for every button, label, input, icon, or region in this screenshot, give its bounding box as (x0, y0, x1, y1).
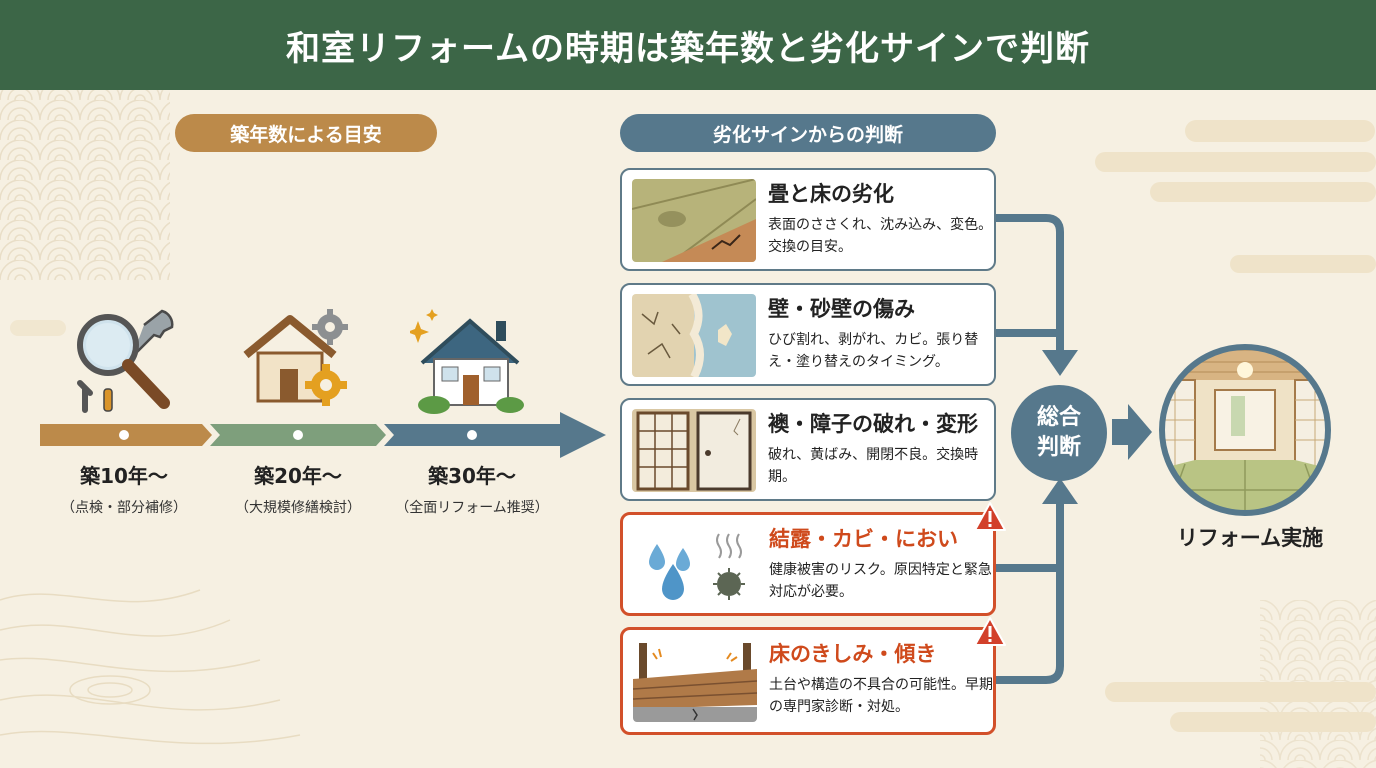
cracked-wall-image (632, 294, 756, 377)
tatami-floor-image (632, 179, 756, 262)
stage-subtitle: （大規模修繕検討） (235, 500, 361, 516)
card-title: 畳と床の劣化 (768, 182, 894, 206)
sign-card-wall: 壁・砂壁の傷み ひび割れ、剥がれ、カビ。張り替え・塗り替えのタイミング。 (620, 283, 996, 386)
house-sparkle-icon (410, 309, 524, 414)
house-gears-icon (243, 309, 348, 406)
age-section-heading: 築年数による目安 (175, 114, 437, 152)
creaking-floor-image (633, 639, 757, 722)
stage-subtitle: （点検・部分補修） (61, 500, 187, 516)
fusuma-shoji-image (632, 409, 756, 492)
card-title: 襖・障子の破れ・変形 (768, 412, 978, 436)
renovated-room-image (1159, 344, 1331, 516)
stage-subtitle: （全面リフォーム推奨） (395, 500, 549, 516)
water-drops-mold-icon (633, 524, 757, 607)
card-description: 破れ、黄ばみ、開閉不良。交換時期。 (768, 447, 979, 485)
stage-10-years: 築10年〜 （点検・部分補修） (39, 460, 209, 517)
warning-icon (974, 617, 1006, 646)
stage-title: 築20年〜 (254, 464, 342, 488)
stage-title: 築10年〜 (80, 464, 168, 488)
judgement-line-2: 判断 (1036, 435, 1081, 460)
judgement-line-1: 総合 (1036, 405, 1081, 430)
card-description: 健康被害のリスク。原因特定と緊急対応が必要。 (769, 562, 992, 600)
connector-arrows (996, 214, 1152, 684)
card-title: 結露・カビ・におい (769, 527, 958, 551)
card-title: 床のきしみ・傾き (769, 642, 937, 666)
card-title: 壁・砂壁の傷み (768, 297, 915, 321)
result-label: リフォーム実施 (1176, 526, 1324, 550)
card-description: 表面のささくれ、沈み込み、変色。交換の目安。 (768, 217, 993, 255)
sign-card-condensation: 結露・カビ・におい 健康被害のリスク。原因特定と緊急対応が必要。 (620, 502, 1006, 616)
sign-card-floor-creak: 床のきしみ・傾き 土台や構造の不具合の可能性。早期の専門家診断・対処。 (620, 617, 1006, 735)
sign-card-tatami: 畳と床の劣化 表面のささくれ、沈み込み、変色。交換の目安。 (620, 168, 996, 271)
magnifier-wrench-icon (77, 309, 174, 413)
overall-judgement-node: 総合 判断 (1011, 385, 1107, 481)
header-bar: 和室リフォームの時期は築年数と劣化サインで判断 (0, 0, 1376, 90)
card-description: ひび割れ、剥がれ、カビ。張り替え・塗り替えのタイミング。 (768, 332, 979, 370)
stage-30-years: 築30年〜 （全面リフォーム推奨） (387, 460, 557, 517)
sign-card-fusuma: 襖・障子の破れ・変形 破れ、黄ばみ、開閉不良。交換時期。 (620, 398, 996, 501)
stage-title: 築30年〜 (428, 464, 516, 488)
warning-icon (974, 502, 1006, 531)
card-description: 土台や構造の不具合の可能性。早期の専門家診断・対処。 (769, 677, 993, 715)
timeline-bar (40, 412, 606, 458)
stage-20-years: 築20年〜 （大規模修繕検討） (213, 460, 383, 517)
page-title: 和室リフォームの時期は築年数と劣化サインで判断 (286, 28, 1090, 69)
signs-section-heading: 劣化サインからの判断 (620, 114, 996, 152)
